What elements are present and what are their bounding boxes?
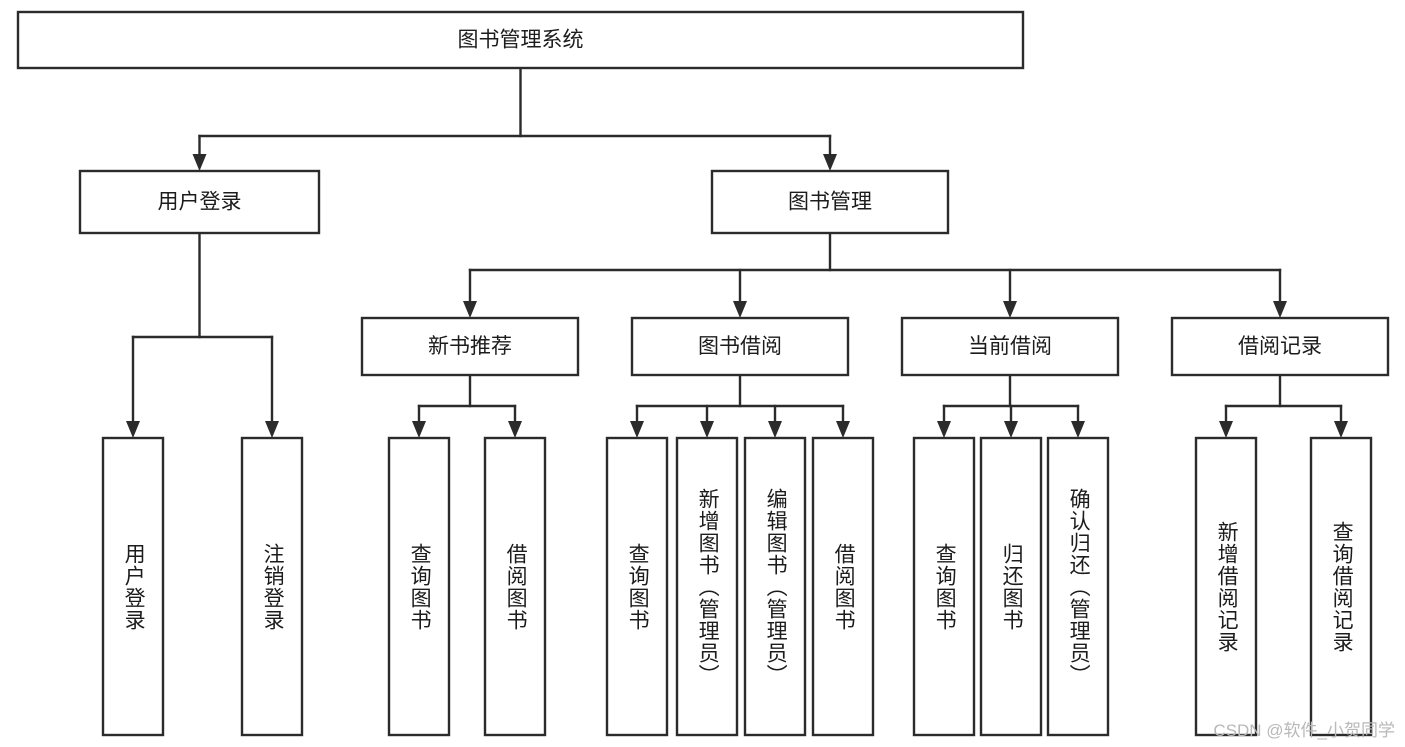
node-box-leaf-0[interactable] — [101, 436, 165, 737]
node-box-leaf-12[interactable] — [1309, 436, 1373, 737]
arrow-head-icon — [700, 421, 714, 438]
node-box-leaf-1[interactable] — [240, 436, 304, 737]
node-label-level2-0: 用户登录 — [158, 191, 242, 214]
node-box-leaf-9[interactable] — [979, 436, 1043, 737]
node-box-level3-0[interactable] — [360, 316, 580, 377]
arrow-head-icon — [192, 154, 207, 171]
node-box-root[interactable] — [16, 10, 1025, 70]
node-box-leaf-3[interactable] — [483, 436, 547, 737]
node-box-leaf-11[interactable] — [1194, 436, 1258, 737]
node-box-leaf-7[interactable] — [811, 436, 875, 737]
node-box-leaf-4[interactable] — [605, 436, 669, 737]
node-box-leaf-8[interactable] — [912, 436, 976, 737]
node-label-root: 图书管理系统 — [458, 29, 584, 52]
node-label-level3-0: 新书推荐 — [428, 335, 512, 358]
arrow-head-icon — [768, 421, 782, 438]
node-label-level3-2: 当前借阅 — [968, 335, 1052, 358]
arrow-head-icon — [630, 421, 644, 438]
arrow-head-icon — [1004, 421, 1018, 438]
arrow-head-icon — [1071, 421, 1085, 438]
arrow-head-icon — [1219, 421, 1233, 438]
node-box-level3-2[interactable] — [900, 316, 1120, 377]
arrow-head-icon — [733, 301, 747, 318]
arrow-head-icon — [836, 421, 850, 438]
arrow-head-icon — [126, 421, 140, 438]
csdn-watermark: CSDN @软件_小贺同学 — [1213, 721, 1395, 740]
node-box-level2-1[interactable] — [710, 169, 950, 235]
node-box-leaf-10[interactable] — [1046, 436, 1110, 737]
node-label-level3-1: 图书借阅 — [698, 335, 782, 358]
node-label-level3-3: 借阅记录 — [1238, 335, 1322, 358]
node-box-level2-0[interactable] — [78, 169, 321, 235]
arrow-head-icon — [508, 421, 522, 438]
node-box-layer — [16, 10, 1390, 737]
arrow-head-icon — [412, 421, 426, 438]
node-box-leaf-5[interactable] — [675, 436, 739, 737]
node-box-leaf-6[interactable] — [743, 436, 807, 737]
arrow-head-icon — [1334, 421, 1348, 438]
arrow-head-icon — [1273, 301, 1287, 318]
node-label-level2-1: 图书管理 — [788, 191, 872, 214]
arrow-head-icon — [463, 301, 477, 318]
node-box-level3-1[interactable] — [630, 316, 850, 377]
connector-layer — [126, 66, 1348, 438]
arrow-head-icon — [1003, 301, 1017, 318]
arrow-head-icon — [937, 421, 951, 438]
arrow-head-icon — [265, 421, 279, 438]
node-box-level3-3[interactable] — [1170, 316, 1390, 377]
node-box-leaf-2[interactable] — [387, 436, 451, 737]
arrow-head-icon — [823, 154, 837, 171]
